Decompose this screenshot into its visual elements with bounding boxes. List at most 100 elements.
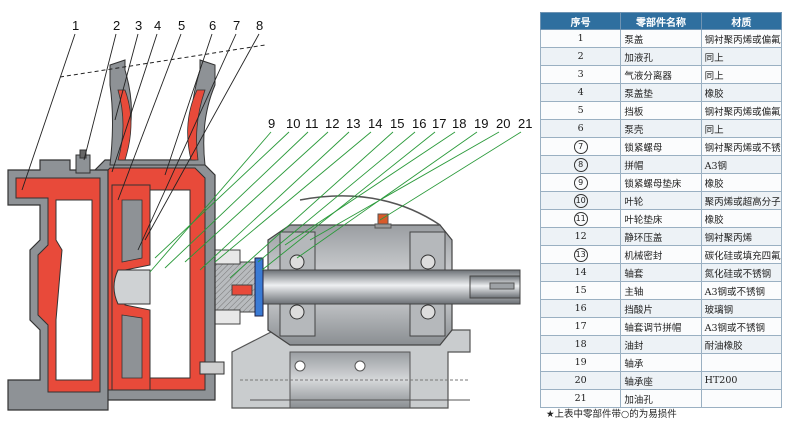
callout-leader-line [83,33,117,161]
table-row: 5挡板钢衬聚丙烯或偏氟乙烯 [539,101,783,120]
wear-part-number: 8 [573,157,588,172]
part-name: 机械密封 [620,245,702,264]
parts-material-table: 序号 零部件名称 材质 1泵盖钢衬聚丙烯或偏氟乙烯2加液孔同上3气液分离器同上4… [539,12,783,408]
callout-leader-line [137,33,237,251]
part-name: 叶轮 [620,191,702,210]
callout-leader-line [114,33,139,121]
pump-casing [89,59,216,401]
wear-part-number: 13 [573,247,588,262]
callout-leader-line [144,33,260,241]
part-material: A3钢或不锈钢 [700,317,783,336]
callout-number: 19 [474,116,488,131]
part-material: 碳化硅或填充四氟 [700,245,783,264]
callout-leader-line [229,131,394,279]
row-number: 1 [539,29,622,48]
part-number: 5 [577,105,584,116]
part-name: 轴套调节拼帽 [620,317,702,336]
callout-number: 5 [178,18,185,33]
part-material: 氮化硅或不锈钢 [700,263,783,282]
part-name: 叶轮垫床 [620,209,702,228]
part-name: 轴套 [620,263,702,282]
table-header-row: 序号 零部件名称 材质 [539,12,783,30]
callout-number: 8 [256,18,263,33]
part-name: 主轴 [620,281,702,300]
part-number: 17 [574,321,587,332]
part-number: 21 [574,393,587,404]
wear-part-number: 7 [573,139,588,154]
callout-number: 16 [412,116,426,131]
row-number: 9 [539,173,622,192]
header-no: 序号 [539,12,622,30]
row-number: 10 [539,191,622,210]
part-name: 挡板 [620,101,702,120]
callout-number: 15 [390,116,404,131]
header-name: 零部件名称 [620,12,702,30]
part-number: 12 [574,231,587,242]
part-material: 同上 [700,119,783,138]
part-material: 同上 [700,65,783,84]
part-material: 橡胶 [700,209,783,228]
row-number: 14 [539,263,622,282]
part-material: 玻璃钢 [700,299,783,318]
part-name: 静环压盖 [620,227,702,246]
table-row: 10叶轮聚丙烯或超高分子量聚乙烯 [539,191,783,210]
callout-number: 21 [518,116,532,131]
part-material [700,353,783,372]
part-number: 3 [577,69,584,80]
callout-leader-line [117,33,182,201]
part-number: 6 [577,123,584,134]
callout-leader-line [21,33,76,191]
part-material: 橡胶 [700,173,783,192]
callout-number: 10 [286,116,300,131]
row-number: 16 [539,299,622,318]
part-name: 气液分离器 [620,65,702,84]
callout-number: 1 [72,18,79,33]
row-number: 12 [539,227,622,246]
part-name: 泵盖垫 [620,83,702,102]
table-body: 1泵盖钢衬聚丙烯或偏氟乙烯2加液孔同上3气液分离器同上4泵盖垫橡胶5挡板钢衬聚丙… [539,29,783,408]
row-number: 13 [539,245,622,264]
callout-leader-line [284,131,456,246]
callout-leader-line [164,33,213,176]
impeller [111,184,151,391]
drain-plug [199,361,225,375]
part-number: 19 [574,357,587,368]
part-name: 锁紧螺母垫床 [620,173,702,192]
part-material: 橡胶 [700,83,783,102]
callout-number: 2 [113,18,120,33]
part-number: 1 [577,33,584,44]
part-number: 2 [577,51,584,62]
part-material: A3钢或不锈钢 [700,281,783,300]
part-name: 挡酸片 [620,299,702,318]
part-name: 拼帽 [620,155,702,174]
part-material: 聚丙烯或超高分子量聚乙烯 [700,191,783,210]
table-row: 7锁紧螺母钢衬聚丙烯或不锈钢 [539,137,783,156]
part-name: 泵盖 [620,29,702,48]
center-line [59,44,266,78]
row-number: 21 [539,389,622,408]
part-number: 15 [574,285,587,296]
row-number: 18 [539,335,622,354]
row-number: 11 [539,209,622,228]
callout-leader-line [199,131,350,271]
bearing-support-base [231,329,471,409]
wear-part-number: 9 [573,175,588,190]
table-row: 16 挡酸片玻璃钢 [539,299,783,318]
callout-leader-line [164,131,309,269]
callout-number: 6 [209,18,216,33]
callout-leader-line [379,131,522,221]
row-number: 15 [539,281,622,300]
row-number: 19 [539,353,622,372]
callout-number: 9 [268,116,275,131]
part-number: 16 [574,303,587,314]
